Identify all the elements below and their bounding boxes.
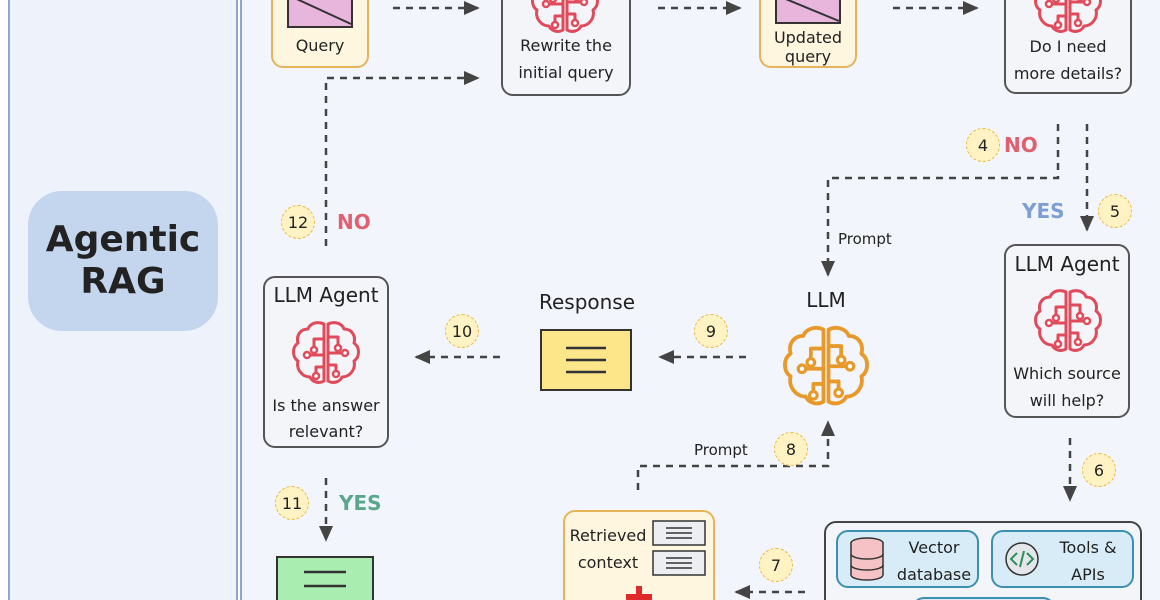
agent-source-line-2: will help? [1029, 391, 1105, 410]
agent-relevant-title: LLM Agent [273, 283, 379, 307]
step-5-badge: 5 [1098, 194, 1132, 228]
no-12-label: NO [337, 210, 371, 234]
query-label: Query [295, 36, 345, 55]
agent-relevant-line-1: Is the answer [272, 396, 380, 415]
retrieved-label-2: context [577, 553, 639, 572]
no-4-label: NO [1004, 133, 1038, 157]
llm-brain-icon [783, 326, 869, 406]
rewrite-label-1: Rewrite the [520, 36, 612, 55]
query-envelope-icon [287, 0, 353, 28]
agent-relevant-brain-icon [292, 321, 360, 384]
plus-icon [626, 586, 652, 600]
code-icon [1005, 542, 1039, 576]
tools-label-1: Tools & [1059, 538, 1117, 557]
agent-source-brain-icon [1034, 289, 1102, 352]
vector-db-label-1: Vector [908, 538, 960, 557]
retrieved-doc-icon-1 [652, 520, 706, 546]
step-4-badge: 4 [966, 128, 1000, 162]
title-line-2: RAG [80, 261, 166, 302]
llm-title: LLM [806, 288, 846, 312]
vector-db-label-2: database [896, 565, 972, 584]
prompt-top-label: Prompt [838, 230, 892, 248]
retrieved-label-1: Retrieved [569, 526, 647, 545]
agent-source-title: LLM Agent [1014, 252, 1120, 276]
agent-source-line-1: Which source [1013, 364, 1121, 383]
tools-label-2: APIs [1071, 565, 1105, 584]
details-brain-icon [1034, 0, 1102, 33]
step-8-badge: 8 [774, 432, 808, 466]
details-label-1: Do I need [1029, 37, 1107, 56]
retrieved-doc-icon-2 [652, 550, 706, 576]
details-label-2: more details? [1013, 64, 1123, 83]
edge-no4-to-llm [821, 124, 1060, 277]
rewrite-brain-icon [531, 0, 599, 33]
updated-query-envelope-icon [775, 0, 841, 24]
step-11-badge: 11 [275, 486, 309, 520]
final-answer-doc-icon [276, 556, 374, 600]
yes-5-label: YES [1022, 199, 1065, 223]
details-node [1004, 0, 1132, 94]
yes-11-label: YES [339, 491, 382, 515]
title-block: Agentic RAG [28, 191, 218, 331]
step-6-badge: 6 [1082, 453, 1116, 487]
prompt-bottom-label: Prompt [694, 441, 748, 459]
rewrite-label-2: initial query [518, 63, 614, 82]
updated-query-label-1: Updated [773, 28, 843, 47]
step-10-badge: 10 [445, 314, 479, 348]
step-7-badge: 7 [759, 548, 793, 582]
database-icon [850, 537, 884, 581]
step-9-badge: 9 [694, 314, 728, 348]
response-doc-icon [540, 329, 632, 391]
agent-relevant-line-2: relevant? [288, 422, 364, 441]
edge-no12-to-rewrite [324, 71, 480, 246]
title-line-1: Agentic [45, 219, 201, 260]
edge-context-to-llm [636, 420, 835, 490]
agent-relevant-node [263, 276, 389, 448]
updated-query-label-2: query [784, 47, 832, 66]
response-title: Response [538, 290, 636, 314]
step-12-badge: 12 [281, 205, 315, 239]
